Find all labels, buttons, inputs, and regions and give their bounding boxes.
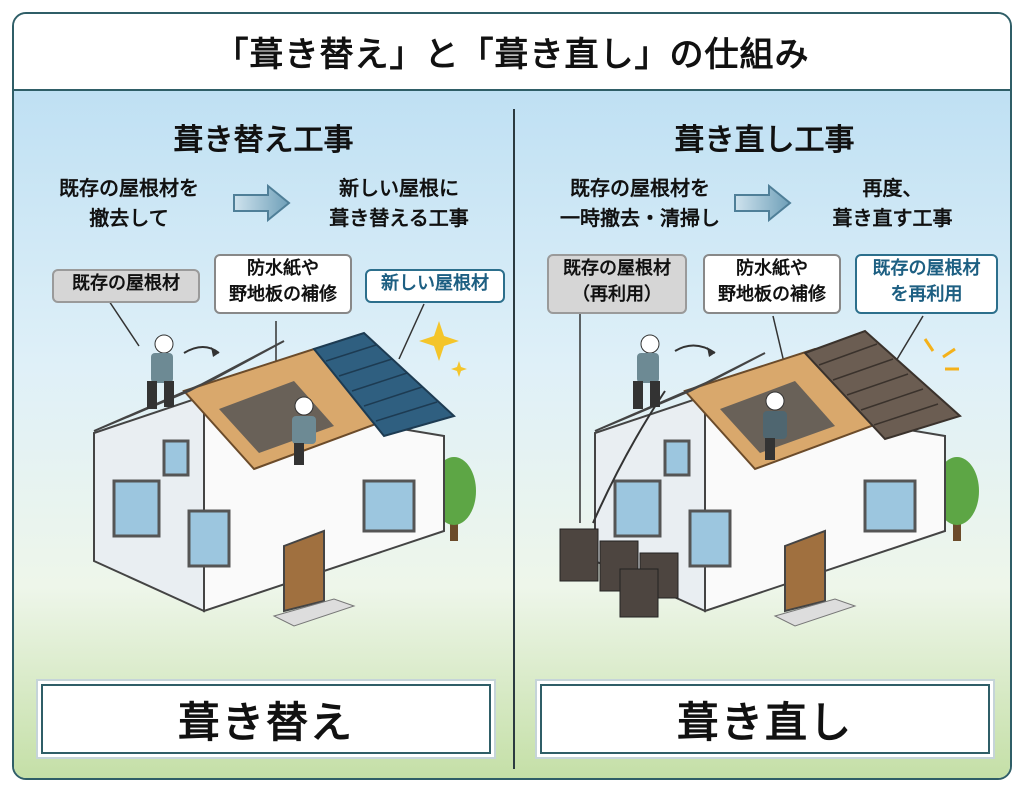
window [690, 511, 730, 566]
window [865, 481, 915, 531]
window [189, 511, 229, 566]
relaying-footer-label: 葺き直し [677, 689, 853, 750]
label-repair: 防水紙や 野地板の補修 [214, 254, 352, 314]
reroofing-panel: 葺き替え工事 既存の屋根材を 撤去して 新しい屋根に 葺き替える工事 [14, 91, 513, 780]
label-new-material: 新しい屋根材 [365, 269, 505, 303]
label-existing-material-reuse: 既存の屋根材 （再利用） [547, 254, 687, 314]
panels-area: 葺き替え工事 既存の屋根材を 撤去して 新しい屋根に 葺き替える工事 [14, 91, 1010, 780]
label-repair: 防水紙や 野地板の補修 [703, 254, 841, 314]
leader-line [399, 304, 424, 359]
diagram-frame: 「葺き替え」と「葺き直し」の仕組み 葺き替え工事 既存の屋根材を 撤去して 新し… [12, 12, 1012, 780]
label-repair-line2: 野地板の補修 [705, 282, 839, 308]
diagram-title: 「葺き替え」と「葺き直し」の仕組み [215, 27, 810, 76]
label-reuse-existing-line1: 既存の屋根材 [857, 256, 996, 282]
door [785, 531, 825, 611]
window [665, 441, 689, 475]
worker-figure-removing [633, 335, 660, 409]
sparkle-icon [419, 321, 467, 377]
reroofing-footer-box: 葺き替え [41, 684, 491, 754]
window [615, 481, 660, 536]
relaying-panel: 葺き直し工事 既存の屋根材を 一時撤去・清掃し 再度、 葺き直す工事 [515, 91, 1012, 780]
label-existing-material-line1: 既存の屋根材 [549, 256, 685, 282]
label-repair-line1: 防水紙や [216, 256, 350, 282]
title-bar: 「葺き替え」と「葺き直し」の仕組み [14, 14, 1010, 91]
door [284, 531, 324, 611]
window [364, 481, 414, 531]
worker-figure-removing [147, 335, 174, 409]
label-reuse-existing-line2: を再利用 [857, 282, 996, 308]
window [164, 441, 188, 475]
relaying-footer-box: 葺き直し [540, 684, 990, 754]
reroofing-house-illustration [14, 91, 513, 681]
window [114, 481, 159, 536]
label-existing-material: 既存の屋根材 [52, 269, 200, 303]
label-repair-line2: 野地板の補修 [216, 282, 350, 308]
label-reuse-existing: 既存の屋根材 を再利用 [855, 254, 998, 314]
leader-line [109, 301, 139, 346]
label-repair-line1: 防水紙や [705, 256, 839, 282]
label-existing-material-line2: （再利用） [549, 282, 685, 308]
relaying-house-illustration [515, 91, 1012, 681]
shine-icon [925, 339, 959, 369]
reroofing-footer-label: 葺き替え [178, 689, 354, 750]
